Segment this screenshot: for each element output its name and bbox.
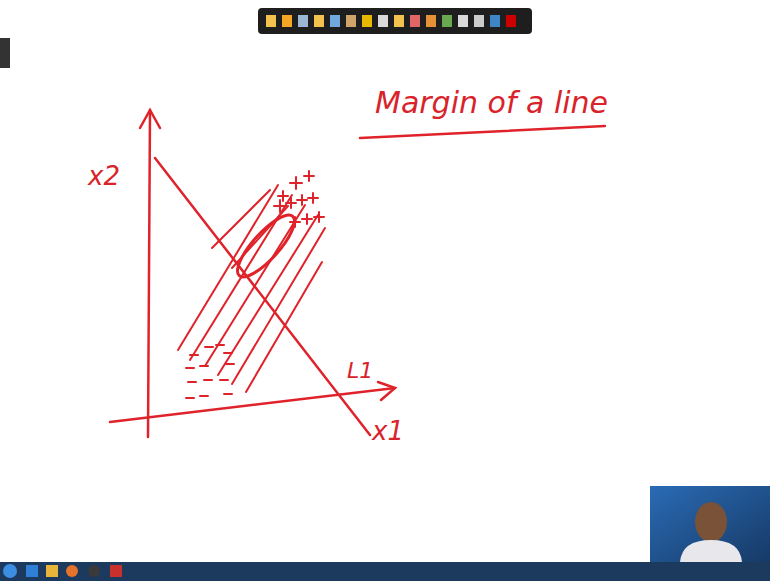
taskbar-icons bbox=[3, 564, 122, 578]
positive-points bbox=[274, 171, 324, 227]
presenter-video bbox=[650, 486, 770, 562]
highlight-ellipse bbox=[230, 208, 303, 285]
presenter-video bbox=[650, 486, 770, 562]
pen-toolbar bbox=[258, 8, 532, 34]
separating-line bbox=[155, 158, 370, 435]
taskbar bbox=[0, 562, 770, 581]
negative-points bbox=[186, 345, 234, 398]
axis-label: x1 bbox=[372, 418, 404, 444]
slide-title: Margin of a line bbox=[375, 88, 608, 118]
axis-label: x2 bbox=[88, 163, 120, 189]
window-edge bbox=[0, 38, 14, 68]
window-edge bbox=[10, 38, 14, 68]
toolbar-icons bbox=[266, 15, 516, 27]
title-underline bbox=[360, 126, 605, 138]
axes bbox=[110, 110, 395, 437]
presenter-body bbox=[680, 540, 742, 562]
presenter-head bbox=[695, 502, 727, 542]
line-label: L1 bbox=[347, 360, 373, 382]
